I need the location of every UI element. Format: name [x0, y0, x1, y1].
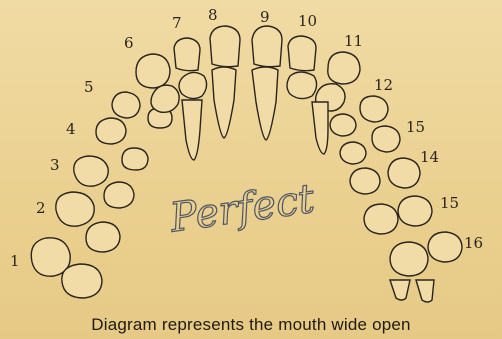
tooth-label-13: 15 [406, 118, 425, 136]
tooth-label-11: 11 [344, 32, 363, 50]
tooth-label-4: 4 [66, 120, 76, 138]
tooth-label-2: 2 [36, 199, 46, 217]
tooth-label-10: 10 [298, 12, 317, 30]
handwritten-note: Perfect [166, 176, 318, 242]
tooth-label-3: 3 [50, 156, 60, 174]
tooth-label-1: 1 [10, 252, 20, 270]
tooth-label-8: 8 [208, 6, 218, 24]
tooth-label-15: 15 [440, 194, 459, 212]
diagram-caption: Diagram represents the mouth wide open [0, 315, 502, 335]
tooth-label-5: 5 [84, 78, 94, 96]
tooth-label-16: 16 [464, 234, 483, 252]
tooth-label-6: 6 [124, 34, 134, 52]
tooth-label-7: 7 [172, 14, 182, 32]
tooth-label-9: 9 [260, 8, 270, 26]
left-arch [31, 26, 240, 298]
tooth-label-12: 12 [374, 76, 393, 94]
tooth-label-14: 14 [420, 148, 439, 166]
